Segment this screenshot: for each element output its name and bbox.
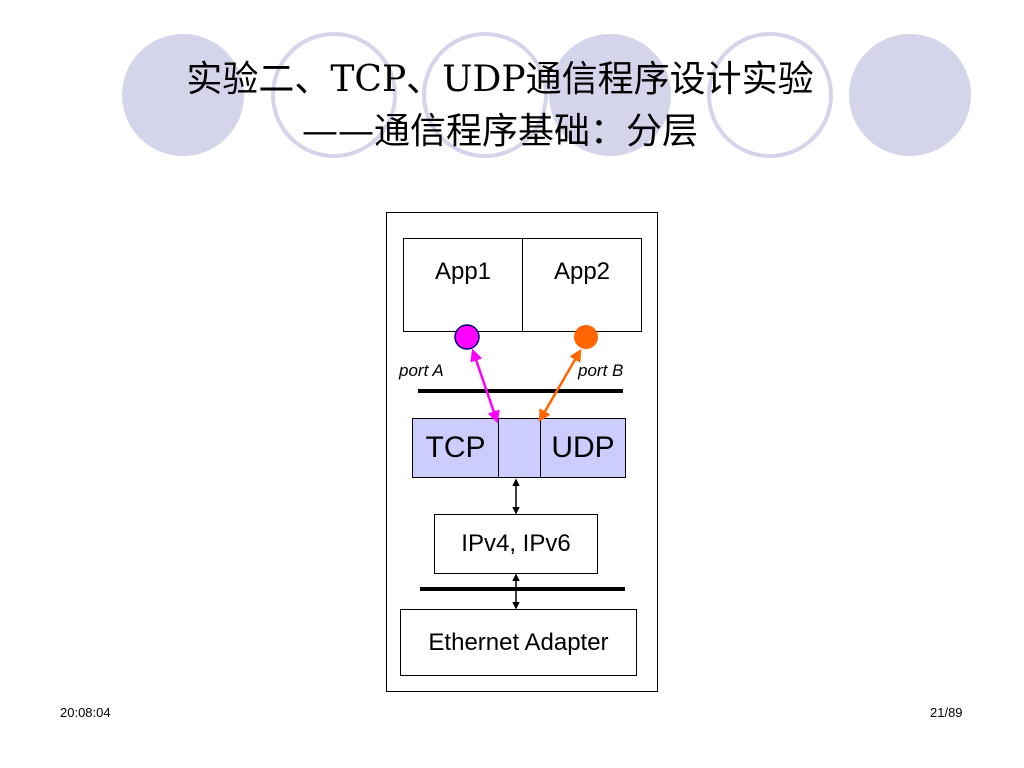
port-b-circle	[574, 325, 598, 349]
slide-title-line2: ——通信程序基础：分层	[301, 111, 698, 152]
udp-box: UDP	[540, 418, 626, 478]
port-a-circle	[454, 324, 480, 350]
network-boundary-line	[420, 587, 625, 591]
ip-layer-box: IPv4, IPv6	[434, 514, 598, 574]
port-a-arrow	[470, 348, 500, 424]
footer-time: 20:08:04	[60, 705, 111, 720]
app2-box: App2	[522, 238, 642, 332]
diagram-connectors	[454, 324, 598, 610]
protocol-layer-diagram: App1 App2 port A port B TCP UDP IPv4, IP…	[386, 212, 658, 692]
footer-page-number: 21/89	[930, 705, 963, 720]
port-b-label: port B	[578, 361, 624, 380]
decor-circle	[422, 32, 548, 158]
decor-circle	[549, 34, 671, 156]
ethernet-adapter-box: Ethernet Adapter	[400, 609, 637, 676]
decor-circle	[707, 32, 833, 158]
slide-title-line1: 实验二、TCP、UDP通信程序设计实验	[186, 59, 814, 100]
port-b-arrow	[538, 348, 582, 423]
decor-circle	[271, 32, 397, 158]
port-a-label: port A	[399, 361, 444, 380]
tcp-box: TCP	[412, 418, 499, 478]
decor-circle	[122, 34, 244, 156]
decor-circle	[849, 34, 971, 156]
socket-boundary-line	[418, 389, 623, 393]
